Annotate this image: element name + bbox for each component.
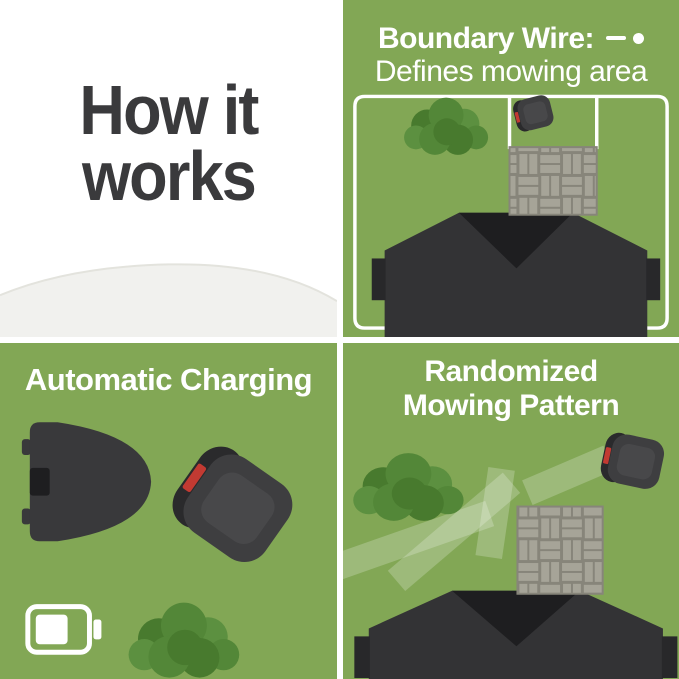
page-title-line2: works: [81, 136, 257, 215]
bush-icon: [128, 602, 240, 678]
boundary-panel-title: Boundary Wire: Defines mowing area: [343, 22, 679, 88]
bush-icon: [353, 453, 464, 521]
paver-patio-icon: [508, 146, 598, 216]
wire-dash-icon: [606, 36, 627, 41]
charging-dock-icon: [21, 422, 152, 542]
robot-mower-icon: [598, 430, 667, 492]
panel-intro: How it works: [0, 0, 337, 337]
house-icon: [371, 212, 661, 337]
page-title: How it works: [17, 71, 320, 215]
boundary-wire-scene: [353, 93, 669, 337]
panel-boundary-wire: Boundary Wire: Defines mowing area: [343, 0, 679, 337]
robot-mower-icon: [511, 93, 556, 134]
wire-dot-icon: [633, 32, 645, 44]
hill-outline: [0, 263, 337, 303]
charging-scene: [21, 422, 303, 678]
random-title-line1: Randomized: [424, 355, 598, 388]
battery-icon: [25, 604, 102, 655]
random-title-line2: Mowing Pattern: [402, 389, 620, 422]
boundary-wire-line: [353, 94, 669, 330]
panel-randomized-mowing: Randomized Mowing Pattern: [343, 343, 679, 679]
charging-panel-title: Automatic Charging: [24, 362, 313, 397]
robot-mower-icon: [162, 437, 303, 573]
boundary-subtitle-text: Defines mowing area: [374, 55, 648, 88]
hill-backdrop: [0, 263, 337, 337]
mowing-pattern-scene: [343, 430, 678, 679]
page-title-line1: How it: [79, 71, 259, 149]
bush-icon: [404, 97, 489, 155]
mowing-stripes: [343, 445, 614, 592]
hill-shape: [0, 264, 337, 337]
random-panel-title: Randomized Mowing Pattern: [343, 355, 679, 423]
panel-automatic-charging: Automatic Charging: [0, 343, 337, 679]
boundary-title-text: Boundary Wire:: [377, 22, 595, 55]
house-icon: [354, 590, 678, 679]
paver-patio-icon: [516, 505, 604, 595]
